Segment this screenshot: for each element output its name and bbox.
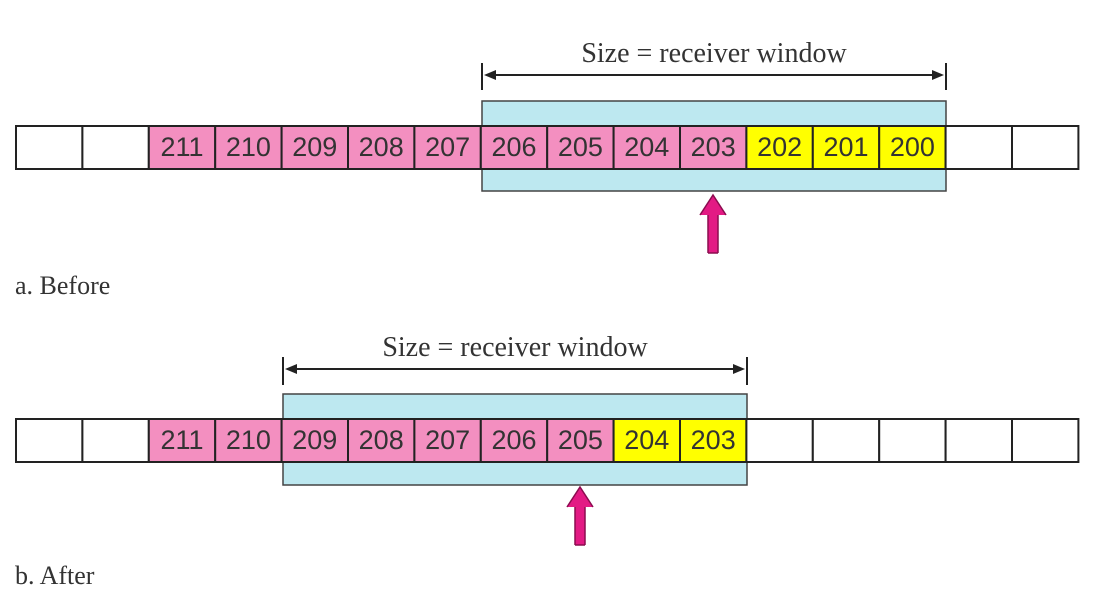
panel-before: Size = receiver window 211 210 209 208 207 20… xyxy=(15,38,1080,300)
sequence-cell xyxy=(745,418,814,463)
sequence-number-label: 203 xyxy=(691,132,736,162)
sequence-row: 211 210 209 208 207 206 205 204 203 202 201 200 xyxy=(15,125,1080,170)
pointer-arrow-icon xyxy=(566,485,594,546)
window-size-indicator xyxy=(481,63,947,90)
window-size-label: Size = receiver window xyxy=(382,332,648,363)
sequence-number-label: 209 xyxy=(292,425,337,455)
panel-after: Size = receiver window 211 210 209 208 207 20… xyxy=(15,332,1080,590)
sequence-number-label: 207 xyxy=(425,132,470,162)
sequence-cell xyxy=(612,125,681,170)
sequence-cell xyxy=(479,418,549,463)
sequence-row: 211 210 209 208 207 206 205 204 203 xyxy=(15,418,1080,463)
sequence-number-label: 205 xyxy=(558,132,603,162)
sequence-cell xyxy=(878,418,947,463)
pointer-arrow-icon xyxy=(699,193,727,254)
panel-caption: a. Before xyxy=(15,271,110,300)
sequence-cell xyxy=(612,418,681,463)
sequence-cell xyxy=(214,125,283,170)
sequence-cell xyxy=(479,125,549,170)
sequence-number-label: 211 xyxy=(160,132,203,162)
window-size-label: Size = receiver window xyxy=(581,38,847,69)
sequence-cell xyxy=(745,125,814,170)
sequence-number-label: 206 xyxy=(491,132,536,162)
sequence-cell xyxy=(15,418,84,463)
sequence-cell xyxy=(413,418,482,463)
sequence-number-label: 203 xyxy=(691,425,736,455)
sequence-cell xyxy=(878,125,947,170)
sequence-cell xyxy=(81,125,150,170)
sequence-cell xyxy=(81,418,150,463)
sequence-cell xyxy=(347,418,416,463)
sequence-number-label: 208 xyxy=(359,425,404,455)
sequence-number-label: 211 xyxy=(160,425,203,455)
sequence-cell xyxy=(1011,125,1080,170)
sequence-cell xyxy=(1011,418,1080,463)
sequence-number-label: 209 xyxy=(292,132,337,162)
sequence-number-label: 201 xyxy=(823,132,868,162)
sequence-cell xyxy=(944,418,1013,463)
sequence-number-label: 204 xyxy=(624,425,669,455)
sequence-cell xyxy=(347,125,416,170)
window-size-indicator xyxy=(282,357,748,385)
sequence-number-label: 208 xyxy=(359,132,404,162)
panel-caption: b. After xyxy=(15,561,95,590)
sequence-number-label: 200 xyxy=(890,132,935,162)
sequence-cell xyxy=(214,418,283,463)
sequence-cell xyxy=(811,418,881,463)
sequence-number-label: 202 xyxy=(757,132,802,162)
sequence-cell xyxy=(15,125,84,170)
sequence-number-label: 205 xyxy=(558,425,603,455)
sequence-number-label: 210 xyxy=(226,132,271,162)
sequence-cell xyxy=(280,418,350,463)
sequence-number-label: 206 xyxy=(491,425,536,455)
sequence-cell xyxy=(944,125,1013,170)
sequence-number-label: 204 xyxy=(624,132,669,162)
sequence-number-label: 210 xyxy=(226,425,271,455)
sequence-number-label: 207 xyxy=(425,425,470,455)
